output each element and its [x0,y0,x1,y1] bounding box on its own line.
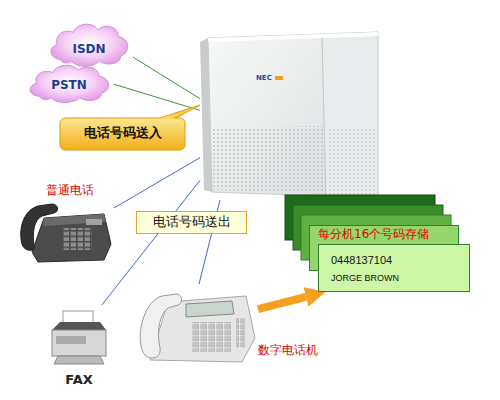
digital-phone-display [186,301,234,317]
pbx-unit: NEC [200,32,380,200]
callout-box: 电话号码送入 [60,102,202,154]
pbx-grille [211,126,326,194]
connector-line [114,158,200,208]
pbx-badge [275,76,283,80]
node-text: JORGE BROWN [331,273,399,284]
digital-phone-node: 数字电话机 [140,284,258,366]
memory-card: 0448137104JORGE BROWN [318,244,470,292]
node-text: 电话号码送入 [60,125,185,141]
phone-highlight [43,214,106,226]
node-text: 0448137104 [331,254,392,267]
pbx-panel [322,32,378,198]
node-text: FAX [48,372,110,388]
fax-body [52,330,106,356]
fax-tray [54,356,104,364]
node-text: PSTN [24,78,114,92]
connector-line [114,84,200,110]
connector-arrow [258,297,306,309]
pbx-grille [328,127,377,196]
phone-handset [21,204,58,250]
fax-panel [56,336,86,344]
network-cloud: ISDN [45,16,133,68]
node-text: 普通电话 [46,183,94,197]
phone-node: 普通电话 [20,182,114,264]
phone-body [32,214,111,262]
fax-node: FAX [48,305,110,393]
phone-display [86,219,102,225]
node-text: ISDN [45,42,133,56]
node-text: 电话号码送出 [137,214,246,230]
node-text: 每分机16个号码存储 [318,227,429,241]
callout-box: 电话号码送出 [136,211,247,234]
node-text: 数字电话机 [258,343,318,357]
phone-keypad [62,228,92,250]
digital-phone-keypad [192,322,232,352]
network-cloud: PSTN [24,58,114,104]
fax-top [52,322,106,330]
callout-joint [155,112,184,119]
digital-phone-handset [140,294,181,358]
node-text: NEC [256,74,272,82]
pbx-top-edge [208,32,378,42]
connector-line [133,57,200,99]
connector-line [102,180,200,305]
pbx-front [208,34,326,196]
callout-body [60,118,185,150]
digital-phone-keys [236,318,245,348]
